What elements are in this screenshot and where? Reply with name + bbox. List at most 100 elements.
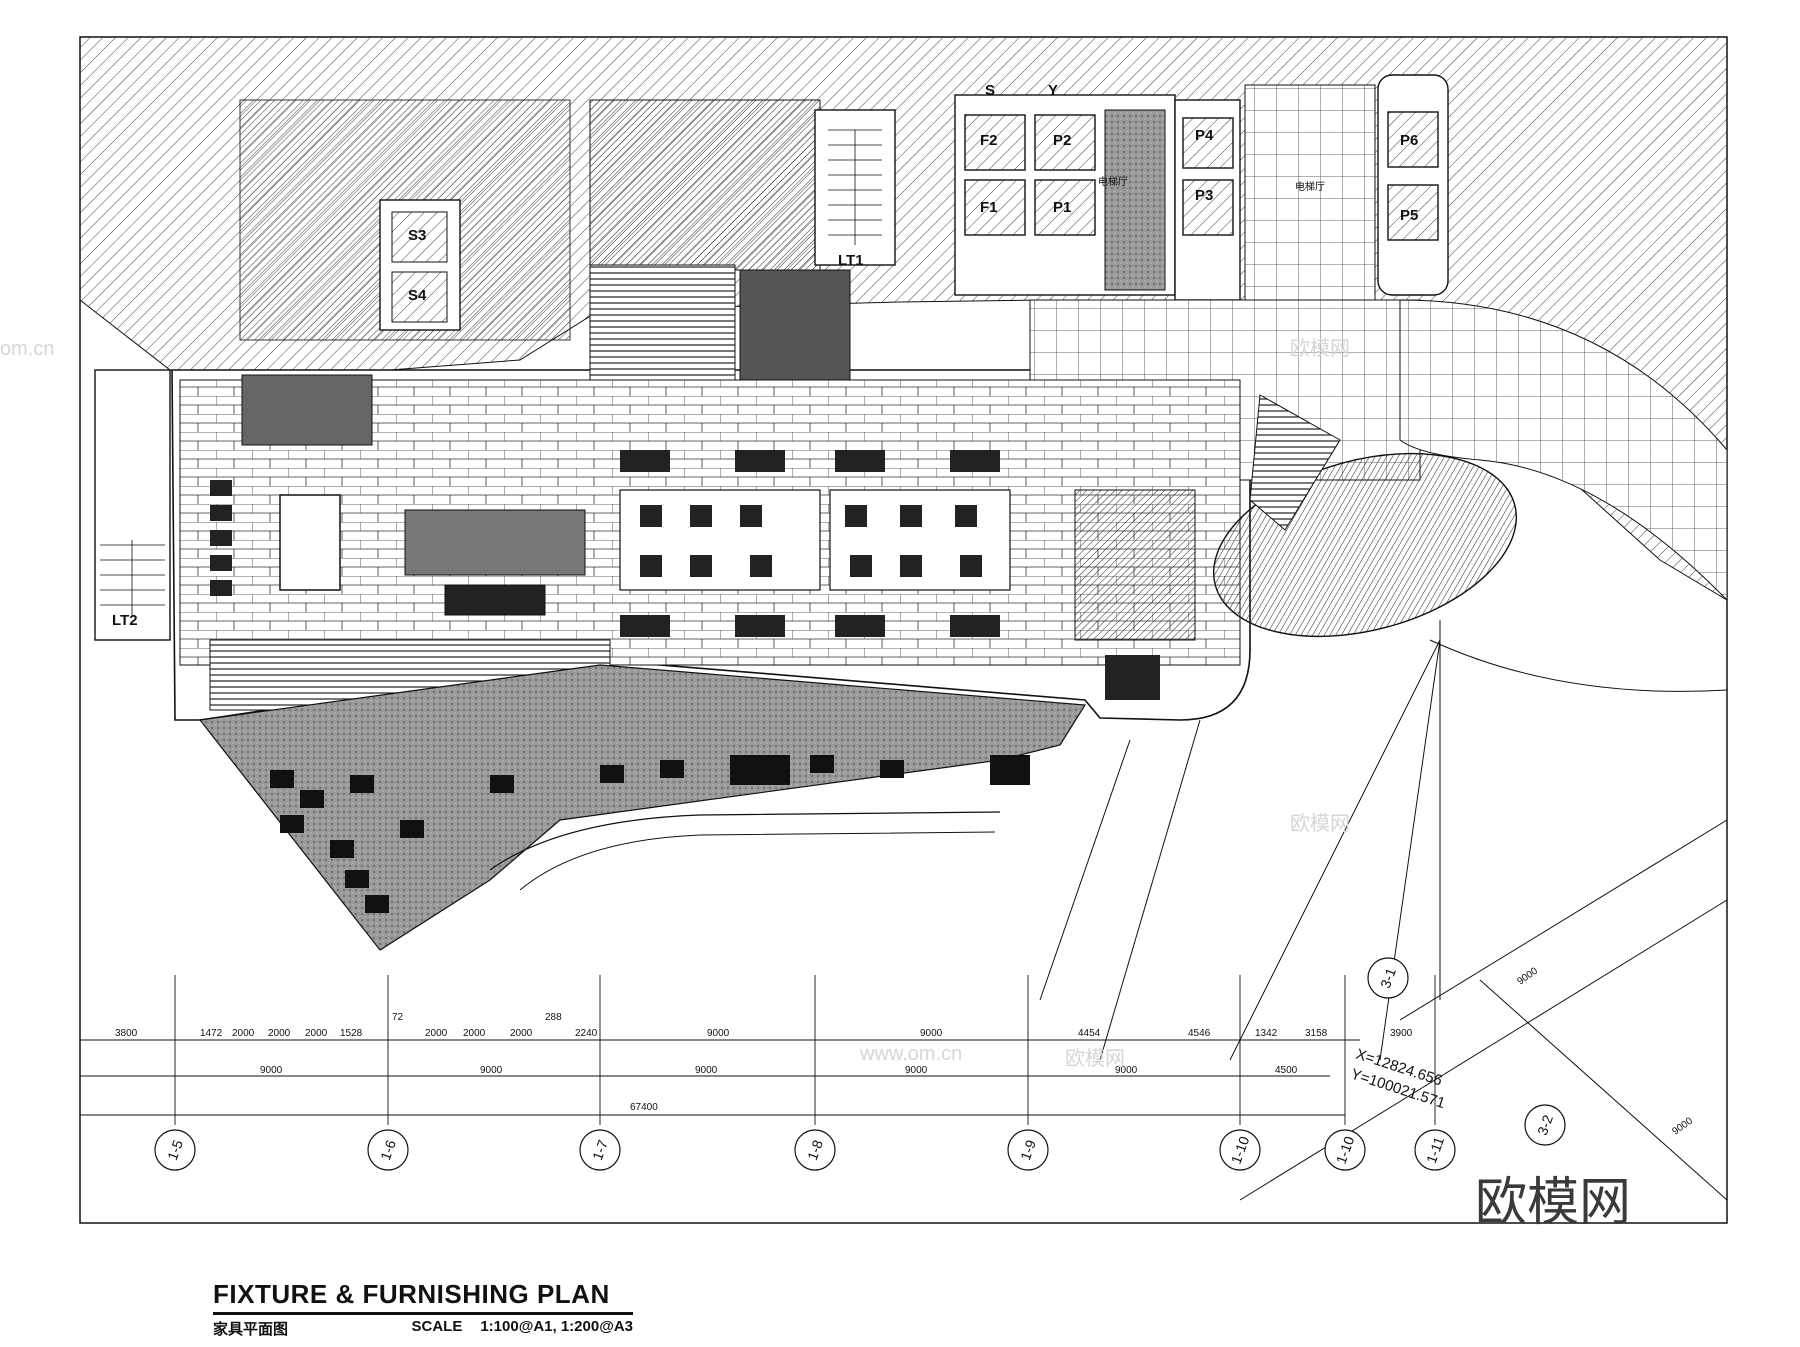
drawing-subtitle-cn: 家具平面图 xyxy=(213,1321,289,1338)
label-s: S xyxy=(985,82,995,99)
terrace-furniture xyxy=(270,755,1030,913)
elevator-p3 xyxy=(1182,179,1234,236)
dimension-row-1: 3800 1472 2000 2000 2000 1528 72 2000 2000 2000 28… xyxy=(115,1012,1413,1039)
watermark-cn-3: 欧模网 xyxy=(1065,1047,1125,1070)
title-underline xyxy=(213,1312,633,1315)
label-elevator-hall: 电梯厅 xyxy=(1098,175,1128,188)
elevator-p2 xyxy=(1034,114,1096,171)
axis-label: 1-9 xyxy=(1017,1138,1039,1163)
scale-value: 1:100@A1, 1:200@A3 xyxy=(480,1318,633,1335)
label-f1: F1 xyxy=(980,199,998,216)
label-lt2: LT2 xyxy=(112,612,138,629)
axis-label: 1-5 xyxy=(164,1138,186,1163)
dimension-lines xyxy=(80,1039,1360,1116)
dimension-total: 67400 xyxy=(630,1102,658,1113)
curved-walkway xyxy=(1399,299,1728,602)
banquette-bar xyxy=(444,584,546,616)
label-s3: S3 xyxy=(408,227,426,244)
private-dining-table xyxy=(241,374,373,446)
dimension-value: 288 xyxy=(545,1012,562,1023)
dimension-value: 3158 xyxy=(1305,1028,1328,1039)
label-s4: S4 xyxy=(408,287,427,304)
stair-s4 xyxy=(391,271,448,323)
dimension-value: 2000 xyxy=(232,1028,255,1039)
dimension-value: 9000 xyxy=(920,1028,943,1039)
stair-s3 xyxy=(391,211,448,263)
dimension-value: 9000 xyxy=(707,1028,730,1039)
dimension-value: 9000 xyxy=(905,1065,928,1076)
dimension-value: 4500 xyxy=(1275,1065,1298,1076)
elevator-p5 xyxy=(1387,184,1439,241)
title-block: FIXTURE & FURNISHING PLAN 家具平面图 SCALE 1:1… xyxy=(213,1279,633,1339)
elevator-p6 xyxy=(1387,111,1439,168)
axis-bubble xyxy=(579,1129,621,1171)
dimension-value: 9000 xyxy=(260,1065,283,1076)
elevator-p4 xyxy=(1182,117,1234,169)
lobby-grid-paving xyxy=(1244,84,1376,301)
long-dining-table xyxy=(279,494,341,591)
axis-bubble xyxy=(1007,1129,1049,1171)
left-service-column xyxy=(94,369,171,641)
dimension-value: 4454 xyxy=(1078,1028,1101,1039)
elevator-lobby-planter xyxy=(1104,109,1166,291)
watermark-short: om.cn xyxy=(0,338,54,360)
label-elevator-hall-2: 电梯厅 xyxy=(1295,180,1325,193)
label-p5: P5 xyxy=(1400,207,1418,224)
dimension-value: 1472 xyxy=(200,1028,223,1039)
dimension-value: 3900 xyxy=(1390,1028,1413,1039)
watermark-url: www.om.cn xyxy=(859,1043,962,1065)
dimension-value: 9000 xyxy=(1115,1065,1138,1076)
label-lt1: LT1 xyxy=(838,252,864,269)
dimension-value: 2000 xyxy=(268,1028,291,1039)
axis-label: 1-8 xyxy=(804,1138,826,1163)
axis-bubble xyxy=(1219,1129,1261,1171)
axis-bubble xyxy=(1524,1104,1566,1146)
label-p3: P3 xyxy=(1195,187,1213,204)
terrace-walkway-inner xyxy=(519,831,996,891)
axis-label: 3-2 xyxy=(1534,1113,1556,1138)
axis-bubble xyxy=(154,1129,196,1171)
dimension-value: 9000 xyxy=(480,1065,503,1076)
elevator-p1 xyxy=(1034,179,1096,236)
axis-label: 1-6 xyxy=(377,1138,399,1163)
dimension-value: 2240 xyxy=(575,1028,598,1039)
dimension-value: 72 xyxy=(392,1012,404,1023)
label-p1: P1 xyxy=(1053,199,1071,216)
round-table-zone xyxy=(404,509,586,576)
label-p2: P2 xyxy=(1053,132,1071,149)
axis-bubble xyxy=(1324,1129,1366,1171)
label-y: Y xyxy=(1048,82,1058,99)
axis-bubble xyxy=(1414,1129,1456,1171)
watermark-cn-2: 欧模网 xyxy=(1290,812,1350,835)
axis-bubble xyxy=(367,1129,409,1171)
dimension-value: 2000 xyxy=(463,1028,486,1039)
table-sets xyxy=(210,450,1160,700)
dimension-value: 1342 xyxy=(1255,1028,1278,1039)
watermark-cn-1: 欧模网 xyxy=(1290,337,1350,360)
elevator-f1 xyxy=(964,179,1026,236)
elevator-f2 xyxy=(964,114,1026,171)
watermark-logo: 欧模网 xyxy=(1475,1173,1631,1233)
label-p6: P6 xyxy=(1400,132,1418,149)
dimension-value: 3800 xyxy=(115,1028,138,1039)
axis-bubble xyxy=(794,1129,836,1171)
scale-block: SCALE 1:100@A1, 1:200@A3 xyxy=(411,1318,633,1339)
axis-bubble xyxy=(1367,957,1409,999)
service-block xyxy=(589,264,736,381)
drawing-title: FIXTURE & FURNISHING PLAN xyxy=(213,1279,610,1309)
scale-label: SCALE xyxy=(411,1318,463,1335)
ramp-stripes xyxy=(1249,394,1341,531)
bar-block xyxy=(739,269,851,386)
kitchen-block xyxy=(589,99,821,271)
label-f2: F2 xyxy=(980,132,998,149)
terrace-walkway xyxy=(489,811,1001,871)
dimension-value: 4546 xyxy=(1188,1028,1211,1039)
dimension-value: 2000 xyxy=(305,1028,328,1039)
dimension-value: 2000 xyxy=(425,1028,448,1039)
dimension-value: 1528 xyxy=(340,1028,363,1039)
dimension-value: 2000 xyxy=(510,1028,533,1039)
axis-label: 1-7 xyxy=(589,1138,611,1163)
